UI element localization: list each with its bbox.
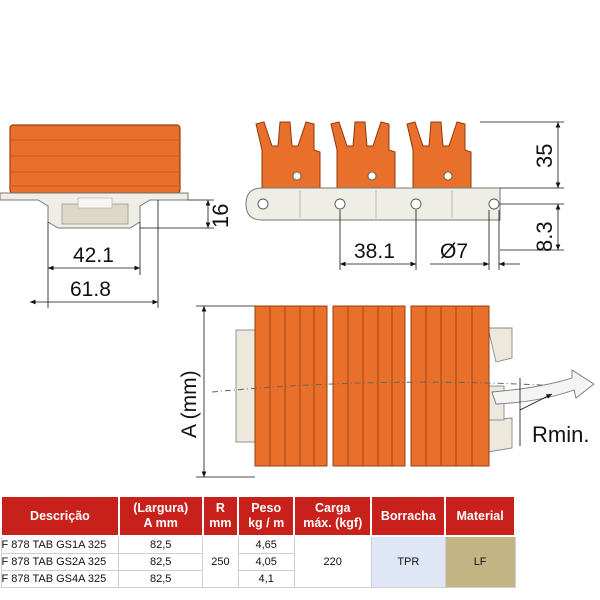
dim-61-8-label: 61.8 <box>70 278 111 301</box>
cell-descricao-text: F 878 TAB GS1A 325 <box>1 539 107 551</box>
dim-16-label: 16 <box>208 204 233 228</box>
radius-min-label: Rmin. <box>532 422 589 447</box>
cell-peso: 4,05 <box>237 553 295 571</box>
cell-descricao-text: F 878 TAB GS4A 325 <box>1 573 107 585</box>
cell-descricao: F 878 TAB GS1A 325 <box>0 535 120 554</box>
dim-a-label: A (mm) <box>178 370 201 438</box>
header-r: R mm <box>201 495 240 537</box>
dim-38-1-label: 38.1 <box>354 240 395 263</box>
header-borracha: Borracha <box>370 495 447 537</box>
top-view: A (mm) Rmin. <box>178 305 595 478</box>
cell-descricao-text: F 878 TAB GS2A 325 <box>1 556 107 568</box>
header-carga-line2: máx. (kgf) <box>303 516 363 530</box>
header-r-line2: mm <box>209 516 232 530</box>
header-largura-line1: (Largura) <box>133 501 189 515</box>
dim-diameter-label: Ø7 <box>440 240 468 263</box>
header-peso-line2: kg / m <box>248 516 285 530</box>
cell-descricao: F 878 TAB GS2A 325 <box>0 553 120 571</box>
header-peso-line1: Peso <box>251 501 282 515</box>
cell-borracha: TPR <box>370 535 446 588</box>
header-carga: Carga máx. (kgf) <box>292 495 373 537</box>
dim-8-3-label: 8.3 <box>532 221 557 252</box>
table-header-row: Descrição (Largura) A mm R mm Peso kg / … <box>0 495 516 537</box>
table-row: F 878 TAB GS4A 325 82,5 4,1 <box>0 570 515 588</box>
header-largura-line2: A mm <box>143 516 178 530</box>
cell-peso: 4,1 <box>237 570 295 588</box>
header-descricao: Descrição <box>0 495 120 537</box>
header-r-line1: R <box>215 501 225 515</box>
table-row: F 878 TAB GS2A 325 82,5 4,05 <box>0 553 515 571</box>
header-largura: (Largura) A mm <box>117 495 204 537</box>
header-material: Material <box>444 495 516 537</box>
cell-descricao: F 878 TAB GS4A 325 <box>0 570 120 588</box>
dim-35-label: 35 <box>532 144 557 168</box>
cell-largura: 82,5 <box>118 535 203 554</box>
cell-largura: 82,5 <box>118 553 203 571</box>
header-peso: Peso kg / m <box>237 495 295 537</box>
specification-table: Descrição (Largura) A mm R mm Peso kg / … <box>0 495 516 588</box>
side-view: 35 8.3 38.1 Ø7 <box>245 121 564 270</box>
dim-42-1-label: 42.1 <box>73 244 114 267</box>
cell-material: LF <box>444 535 516 588</box>
cell-largura: 82,5 <box>118 570 203 588</box>
cell-carga: 220 <box>293 535 372 588</box>
header-carga-line1: Carga <box>315 501 351 515</box>
table-row: F 878 TAB GS1A 325 82,5 250 4,65 220 TPR… <box>0 535 516 588</box>
front-view: 16 42.1 61.8 <box>0 124 233 308</box>
cell-r: 250 <box>202 535 239 588</box>
technical-drawing: 16 42.1 61.8 <box>0 121 595 478</box>
cell-peso: 4,65 <box>237 535 295 554</box>
